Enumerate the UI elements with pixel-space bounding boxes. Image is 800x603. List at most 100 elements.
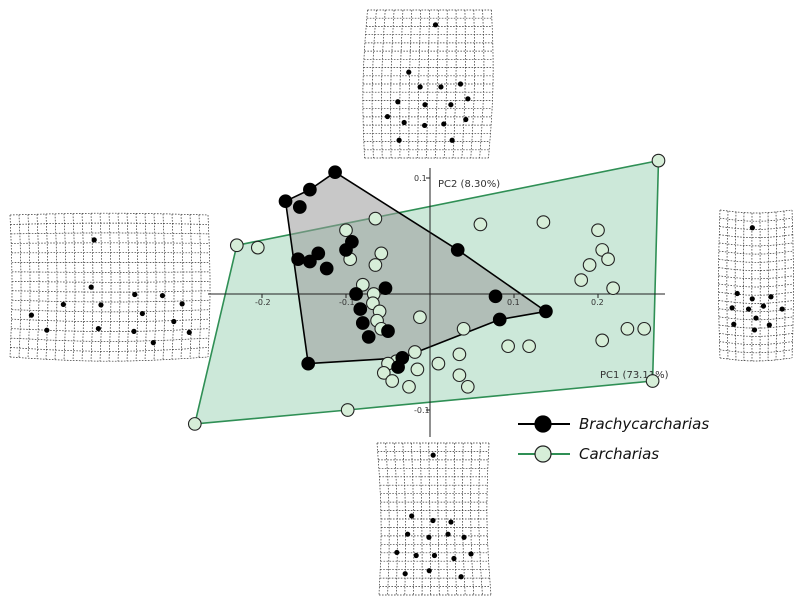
- landmark-dot: [384, 113, 391, 120]
- y-tick-label: -0.1: [414, 406, 430, 415]
- landmark-dot: [171, 318, 177, 325]
- landmark-dot: [95, 325, 101, 332]
- point-brachycarcharias: [328, 165, 342, 180]
- point-carcharias: [473, 217, 488, 232]
- landmark-dot: [448, 519, 454, 525]
- deformation-grid-line: [198, 214, 202, 358]
- landmark-dot: [405, 531, 411, 537]
- deformation-grid-line: [783, 210, 786, 360]
- point-carcharias: [385, 374, 400, 388]
- y-axis-label: PC2 (8.30%): [438, 179, 500, 190]
- deformation-grid-line: [718, 291, 794, 296]
- landmark-dot: [431, 552, 438, 559]
- deformation-grid-line: [791, 209, 794, 359]
- deformation-grid-line: [719, 209, 793, 214]
- point-carcharias: [606, 281, 620, 296]
- landmark-dot: [402, 571, 408, 577]
- landmark-dot: [179, 301, 185, 307]
- point-carcharias: [410, 362, 425, 377]
- point-carcharias: [601, 252, 615, 267]
- point-brachycarcharias: [349, 287, 363, 301]
- landmark-dot: [98, 302, 104, 308]
- deformation-grid-line: [11, 242, 210, 244]
- point-carcharias: [574, 273, 589, 287]
- deformation-grid-line: [10, 222, 209, 225]
- landmark-dot: [779, 306, 785, 312]
- deformation-grid-line: [171, 213, 175, 360]
- point-brachycarcharias: [450, 243, 465, 257]
- deformation-grid-line: [718, 324, 794, 329]
- deformation-grid-line: [207, 214, 211, 358]
- deformation-grid-line: [385, 442, 390, 596]
- landmark-dot: [422, 102, 428, 108]
- landmark-dot: [749, 296, 755, 302]
- deformation-grid-line: [470, 442, 475, 596]
- landmark-dot: [451, 555, 457, 562]
- shape-inset-top: [362, 9, 494, 159]
- deformation-grid-line: [72, 213, 76, 361]
- deformation-grid-line: [718, 267, 794, 271]
- point-brachycarcharias: [311, 246, 326, 261]
- point-carcharias: [522, 339, 536, 354]
- deformation-grid-line: [718, 258, 794, 263]
- point-carcharias: [376, 366, 391, 380]
- point-carcharias: [582, 258, 597, 272]
- point-carcharias: [591, 223, 605, 238]
- landmark-dot: [60, 301, 66, 308]
- landmark-dot: [426, 534, 432, 540]
- point-brachycarcharias: [303, 182, 317, 197]
- landmark-dot: [463, 116, 469, 123]
- landmark-dot: [445, 531, 451, 537]
- landmark-dot: [461, 534, 467, 540]
- landmark-dot: [751, 327, 758, 333]
- deformation-grid-line: [45, 213, 49, 360]
- point-carcharias: [651, 153, 666, 168]
- x-tick-label: -0.1: [339, 298, 355, 307]
- landmark-dot: [438, 84, 444, 90]
- legend-label-brachycarcharias: Brachycarcharias: [579, 415, 709, 433]
- landmark-dot: [396, 137, 402, 143]
- landmark-dot: [430, 452, 436, 458]
- deformation-grid-line: [81, 213, 85, 361]
- deformation-grid-line: [54, 213, 58, 360]
- landmark-dot: [432, 22, 439, 28]
- point-brachycarcharias: [278, 194, 293, 209]
- shape-inset-left: [9, 212, 211, 362]
- point-brachycarcharias: [391, 360, 405, 374]
- landmark-dot: [186, 329, 192, 336]
- landmark-dot: [88, 284, 94, 290]
- deformation-grid-line: [719, 217, 793, 222]
- deformation-grid-line: [376, 442, 382, 596]
- legend-marker-carcharias: [534, 445, 552, 463]
- deformation-grid-line: [180, 214, 184, 359]
- point-brachycarcharias: [292, 200, 307, 214]
- point-brachycarcharias: [355, 316, 370, 330]
- x-tick-label: 0.1: [507, 298, 520, 307]
- point-brachycarcharias: [381, 324, 395, 338]
- landmark-dot: [753, 315, 759, 321]
- deformation-grid-line: [10, 337, 209, 342]
- point-brachycarcharias: [492, 312, 507, 327]
- landmark-dot: [465, 96, 471, 102]
- landmark-dot: [468, 551, 474, 557]
- point-carcharias: [501, 339, 515, 354]
- point-carcharias: [645, 374, 660, 388]
- deformation-grid-line: [162, 213, 166, 360]
- point-brachycarcharias: [339, 243, 353, 257]
- landmark-dot: [422, 122, 428, 129]
- point-carcharias: [250, 240, 265, 255]
- deformation-grid-line: [726, 210, 729, 360]
- deformation-grid-line: [126, 213, 130, 362]
- deformation-grid-line: [719, 234, 793, 239]
- deformation-grid-line: [719, 357, 793, 362]
- landmark-dot: [749, 225, 755, 231]
- deformation-grid-line: [9, 356, 209, 362]
- landmark-dot: [44, 327, 50, 333]
- deformation-grid-line: [99, 213, 103, 362]
- point-carcharias: [355, 277, 370, 292]
- y-tick-label: 0.1: [414, 174, 427, 183]
- deformation-grid-line: [734, 211, 737, 360]
- point-carcharias: [187, 417, 202, 431]
- landmark-dot: [401, 119, 407, 126]
